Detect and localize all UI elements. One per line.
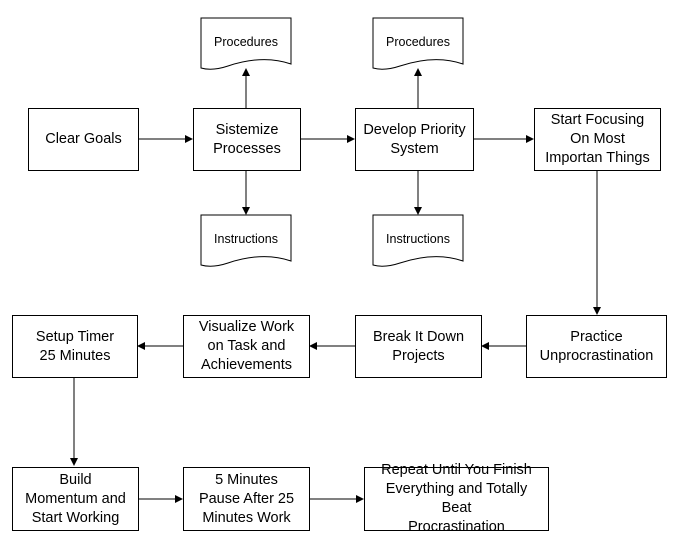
- node-clear-goals: Clear Goals: [28, 108, 139, 171]
- node-repeat: Repeat Until You Finish Everything and T…: [364, 462, 549, 535]
- node-label: Visualize Work on Task and Achievements: [198, 319, 295, 373]
- instructions-doc-shape-1: [200, 214, 292, 267]
- node-break-it-down: Break It Down Projects: [355, 315, 482, 378]
- node-label: Build Momentum and Start Working: [25, 471, 126, 526]
- node-setup-timer: Setup Timer 25 Minutes: [12, 315, 138, 378]
- node-label: 5 Minutes Pause After 25 Minutes Work: [198, 471, 295, 526]
- node-label: Clear Goals: [45, 131, 122, 147]
- node-pause: 5 Minutes Pause After 25 Minutes Work: [183, 467, 310, 531]
- node-label: Sistemize Processes: [213, 121, 281, 157]
- node-label: Practice Unprocrastination: [539, 328, 654, 364]
- doc-label: Instructions: [214, 232, 278, 246]
- node-practice-unprocrastination: Practice Unprocrastination: [526, 315, 667, 378]
- node-label: Setup Timer 25 Minutes: [35, 328, 115, 364]
- doc-label: Procedures: [386, 35, 450, 49]
- node-sistemize-processes: Sistemize Processes: [193, 108, 301, 171]
- node-label: Start Focusing On Most Importan Things: [545, 112, 650, 166]
- procedures-doc-shape-2: [372, 17, 464, 70]
- doc-label: Procedures: [214, 35, 278, 49]
- doc-instructions-1: Instructions: [201, 215, 291, 265]
- doc-label: Instructions: [386, 232, 450, 246]
- procedures-doc-shape-1: [200, 17, 292, 70]
- node-build-momentum: Build Momentum and Start Working: [12, 467, 139, 531]
- doc-procedures-1: Procedures: [201, 18, 291, 68]
- node-label: Break It Down Projects: [372, 328, 465, 364]
- node-start-focusing: Start Focusing On Most Importan Things: [534, 108, 661, 171]
- node-visualize-work: Visualize Work on Task and Achievements: [183, 315, 310, 378]
- node-label: Develop Priority System: [363, 121, 466, 157]
- instructions-doc-shape-2: [372, 214, 464, 267]
- node-label: Repeat Until You Finish Everything and T…: [381, 462, 532, 535]
- doc-instructions-2: Instructions: [373, 215, 463, 265]
- node-develop-priority-system: Develop Priority System: [355, 108, 474, 171]
- doc-procedures-2: Procedures: [373, 18, 463, 68]
